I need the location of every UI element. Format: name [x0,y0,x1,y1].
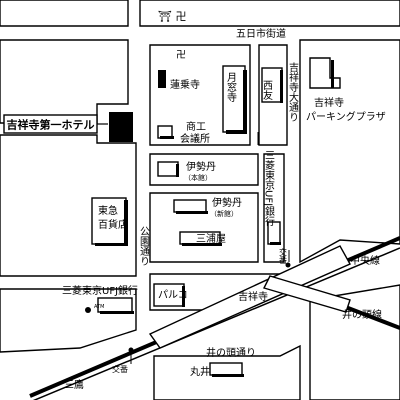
mufg-right-shadow [270,242,281,245]
block-top-left-strip [0,0,129,27]
parco-label: パルコ [158,289,188,301]
isetan-new-sub: （新館） [210,209,238,218]
block-left-column [0,39,129,124]
rengeji-label: 蓮乗寺 [170,78,200,91]
isetan-main-label: 伊勢丹 [186,160,216,173]
gessoji-shadow-bottom [226,130,247,134]
parco-shadow [182,286,185,307]
tokyu-label-line1: 東急 [98,204,118,217]
isetan-new-shadow [176,211,208,214]
koban-bottom-label: 交番 [112,364,128,374]
chuo-line-track-lower [32,247,400,400]
marui-label: 丸井 [190,365,210,378]
buildings [91,57,341,377]
isetan-main-sub: （本館） [184,173,212,182]
gessoji-shadow [243,70,247,134]
rengeji-building [158,70,166,88]
block-top-middle [139,0,400,27]
labels: 吉祥寺第一ホテル 五日市街道 吉祥寺大通り 公園通り 井の頭通り 中央線 井の頭… [3,27,386,391]
isetan-new-building [173,199,207,213]
tokyu-shadow [124,200,128,246]
miuraya-shadow [182,243,222,246]
mufg-vertical-label: 三菱東京UFJ銀行 [263,150,275,227]
tokyu-label-line2: 百貨店 [98,218,128,231]
railways [29,236,400,400]
temple-icon-top: ⛩ 卍 [158,10,186,23]
marui-building [209,362,243,376]
hotel-building [109,112,133,142]
street-kichijoji-odori: 吉祥寺大通り [287,62,299,122]
rail-chuo-label: 中央線 [350,254,380,267]
atm-label: ATM [94,304,104,310]
marui-shadow [212,374,244,377]
rail-inokashira-label: 井の頭線 [342,308,382,321]
atm-marker [85,307,91,313]
shoko-label-line1: 商工 [186,120,206,133]
hotel-label: 吉祥寺第一ホテル [7,118,95,132]
street-gokaichi: 五日市街道 [236,27,286,40]
block-right-parking [299,39,400,264]
station-label: 吉祥寺 [238,290,268,303]
gessoji-label: 月窓寺 [225,72,237,102]
saiyu-shadow [280,70,283,103]
rail-mitaka-label: 三鷹 [64,378,84,391]
isetan-new-label: 伊勢丹 [212,196,242,209]
isetan-main-building [157,161,179,177]
koban-top-marker [285,262,291,268]
station-platform [148,245,351,349]
shoko-shadow [160,136,174,139]
parking-label-line1: 吉祥寺 [314,96,344,109]
koban-top-label: 交番 [279,247,288,265]
street-inokashira-dori: 井の頭通り [206,346,256,359]
parking-shadow [331,60,334,88]
tokyu-shadow-bottom [95,243,128,246]
markers: ⛩ 卍 卍 [85,10,291,364]
shoko-label-line2: 会議所 [180,132,210,145]
inokashira-platform [262,275,351,313]
temple-icon-rengeji: 卍 [176,49,186,61]
koban-bottom-marker [128,347,134,353]
street-koen-dori: 公園通り [138,226,150,266]
miuraya-label: 三浦屋 [196,232,226,245]
hotel-label-box [3,114,98,134]
mufg-left-shadow [100,311,134,314]
parking-label-line2: パーキングプラザ [306,110,386,123]
block-lower-right [309,284,400,400]
mufg-horizontal-label: 三菱東京UFJ銀行 [62,284,138,297]
isetan-main-shadow [176,164,179,177]
saiyu-label: 西友 [261,80,273,101]
